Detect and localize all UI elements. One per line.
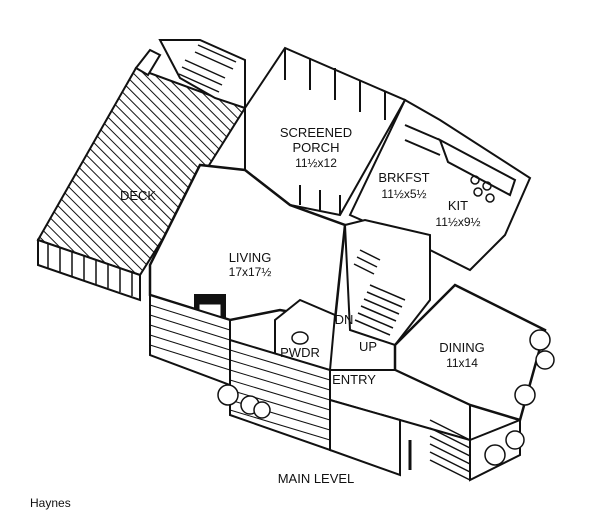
room-label-screened-porch-line2: PORCH [293,140,340,155]
room-label-kitchen: KIT [448,198,468,213]
plan-caption: MAIN LEVEL [278,471,355,486]
stair-core [343,218,431,347]
room-label-dining: DINING [439,340,485,355]
stair-down-label: DN [335,312,354,327]
room-dims-breakfast: 11½x5½ [381,187,426,201]
deck-area [36,39,247,302]
living-area [148,163,347,346]
room-label-powder: PWDR [280,345,320,360]
room-dims-dining: 11x14 [446,356,478,370]
room-dims-kitchen: 11½x9½ [435,215,480,229]
designer-credit: Haynes [30,496,71,510]
room-label-breakfast: BRKFST [378,170,429,185]
stair-up-label: UP [359,339,377,354]
room-dims-living: 17x17½ [229,265,272,279]
room-label-deck: DECK [120,188,156,203]
room-label-living: LIVING [229,250,272,265]
room-dims-screened-porch: 11½x12 [295,156,337,170]
room-label-screened-porch-line1: SCREENED [280,125,352,140]
shrub-decoration [217,329,555,466]
room-label-entry: ENTRY [332,372,376,387]
